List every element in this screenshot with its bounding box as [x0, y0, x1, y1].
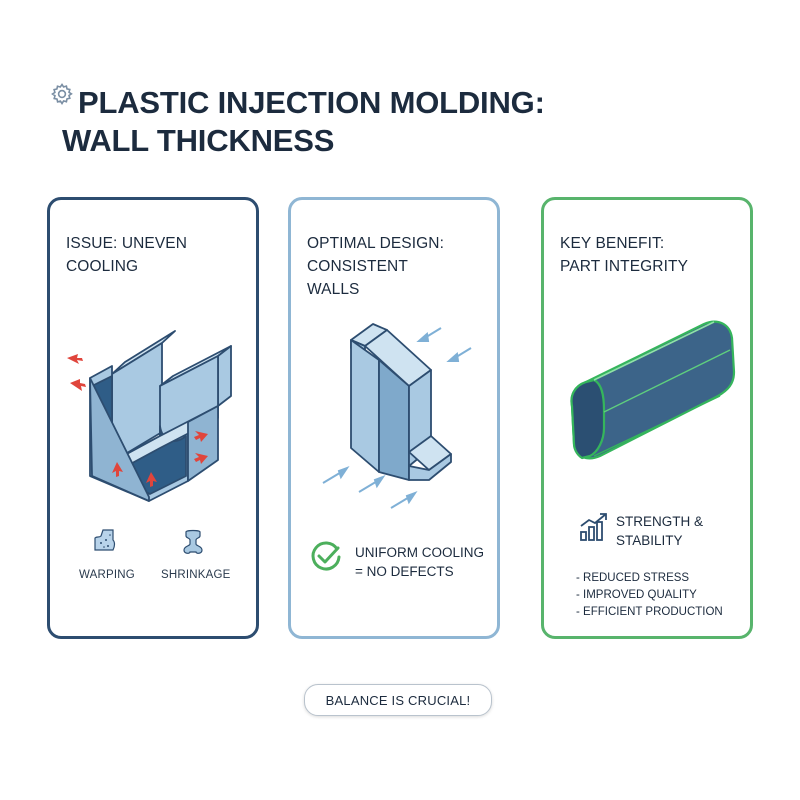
strength-stability-text: STRENGTH & STABILITY [616, 512, 703, 550]
consistent-wall-illustration [322, 323, 472, 509]
title-block: PLASTIC INJECTION MOLDING: WALL THICKNES… [50, 83, 750, 160]
benefit-heading-line1: KEY BENEFIT: [560, 235, 665, 252]
uniform-cooling-text: UNIFORM COOLING = NO DEFECTS [355, 543, 484, 581]
key-benefit-card: KEY BENEFIT: PART INTEGRITY STRENGTH & S… [541, 197, 753, 639]
optimal-heading-line2: CONSISTENT [307, 258, 408, 275]
issue-heading: ISSUE: UNEVEN COOLING [66, 232, 251, 278]
optimal-design-card: OPTIMAL DESIGN: CONSISTENT WALLS [288, 197, 500, 639]
gear-icon [51, 83, 73, 105]
growth-chart-icon [580, 513, 607, 541]
benefit-heading-line2: PART INTEGRITY [560, 258, 689, 275]
page-title-line2: WALL THICKNESS [62, 123, 335, 158]
benefit-list-item: - IMPROVED QUALITY [576, 589, 697, 601]
issue-card: ISSUE: UNEVEN COOLING [47, 197, 259, 639]
solid-part-illustration [570, 320, 736, 460]
shrinkage-label: SHRINKAGE [161, 569, 231, 581]
optimal-heading-line1: OPTIMAL DESIGN: [307, 235, 445, 252]
benefit-heading: KEY BENEFIT: PART INTEGRITY [560, 232, 745, 278]
benefit-list-item: - EFFICIENT PRODUCTION [576, 606, 723, 618]
benefit-list-item: - REDUCED STRESS [576, 572, 690, 584]
uniform-cooling-line1: UNIFORM COOLING [355, 545, 485, 560]
benefit-list: - REDUCED STRESS - IMPROVED QUALITY - EF… [576, 570, 723, 621]
warping-icon [94, 529, 116, 551]
issue-heading-line2: COOLING [66, 258, 139, 275]
optimal-heading: OPTIMAL DESIGN: CONSISTENT WALLS [307, 232, 492, 301]
warping-label: WARPING [79, 569, 135, 581]
strength-line1: STRENGTH & [616, 514, 704, 529]
uneven-wall-illustration [67, 330, 232, 502]
page-title-line1: PLASTIC INJECTION MOLDING: [78, 85, 545, 120]
balance-badge: BALANCE IS CRUCIAL! [304, 684, 492, 716]
optimal-heading-line3: WALLS [307, 281, 360, 298]
uniform-cooling-line2: = NO DEFECTS [355, 564, 454, 579]
check-circle-icon [311, 541, 341, 571]
shrinkage-icon [183, 529, 203, 554]
issue-heading-line1: ISSUE: UNEVEN [66, 235, 188, 252]
strength-line2: STABILITY [616, 533, 683, 548]
